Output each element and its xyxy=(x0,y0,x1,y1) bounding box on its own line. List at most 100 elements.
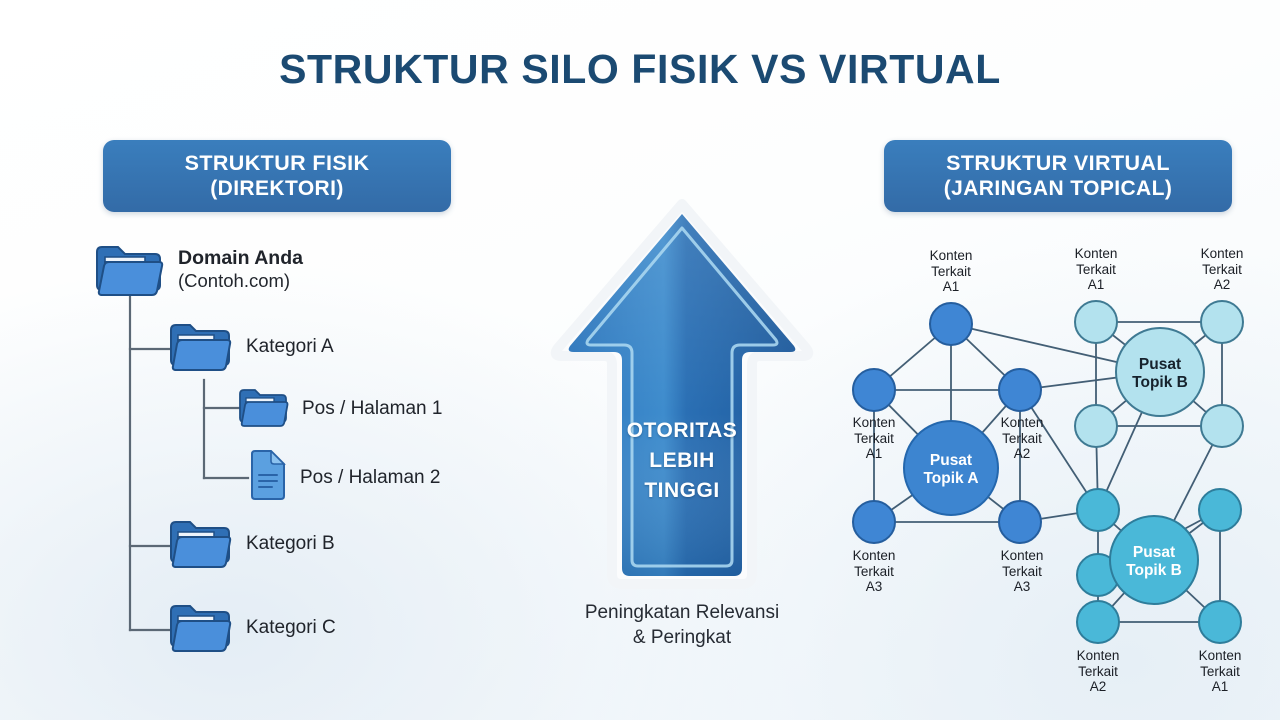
right-header-line1: STRUKTUR VIRTUAL xyxy=(946,151,1170,176)
tree-node-kategori-a-label: Kategori A xyxy=(246,336,334,358)
satellite-label-a-bottom-right: Konten Terkait A3 xyxy=(1001,548,1044,595)
authority-arrow: OTORITAS LEBIH TINGGI xyxy=(548,198,816,598)
node-satellite[interactable] xyxy=(1076,600,1120,644)
node-satellite[interactable] xyxy=(1198,488,1242,532)
tree-connector-lines xyxy=(128,290,250,632)
folder-icon xyxy=(168,597,234,660)
label-line3: A3 xyxy=(865,579,883,595)
label-line2: Terkait xyxy=(1076,261,1116,277)
node-satellite[interactable] xyxy=(1200,300,1244,344)
label-line1: Konten xyxy=(1076,648,1120,663)
hub-pusat-topik-b-upper-label: Pusat Topik B xyxy=(1132,356,1188,392)
right-header-line2: (JARINGAN TOPICAL) xyxy=(943,177,1173,201)
node-satellite[interactable] xyxy=(1074,300,1118,344)
node-satellite[interactable] xyxy=(1074,404,1118,448)
satellite-label-a-left: Konten Terkait A1 xyxy=(853,415,896,462)
node-satellite[interactable] xyxy=(929,302,973,346)
label-line1: Konten xyxy=(929,248,973,263)
label-line1: Konten xyxy=(1198,648,1242,663)
label-line3: A2 xyxy=(1089,679,1107,695)
node-satellite[interactable] xyxy=(1200,404,1244,448)
left-header-line1: STRUKTUR FISIK xyxy=(184,151,370,176)
left-header-line2: (DIREKTORI) xyxy=(210,177,344,201)
tree-node-kategori-b[interactable]: Kategori B xyxy=(168,513,335,576)
label-line3: A2 xyxy=(1213,277,1231,293)
tree-node-kategori-c[interactable]: Kategori C xyxy=(168,597,336,660)
node-satellite[interactable] xyxy=(852,500,896,544)
label-line2: Terkait xyxy=(1078,663,1118,679)
label-line1: Konten xyxy=(852,415,896,430)
label-line3: A1 xyxy=(1211,679,1229,695)
hub-a-line1: Pusat xyxy=(929,452,973,469)
satellite-label-b-upper-right: Konten Terkait A2 xyxy=(1201,246,1244,293)
cluster-b-upper-nodes xyxy=(1074,300,1244,448)
tree-node-pos-halaman-1[interactable]: Pos / Halaman 1 xyxy=(238,383,442,436)
directory-tree: Domain Anda (Contoh.com) Kategori A xyxy=(80,228,520,668)
label-line1: Konten xyxy=(852,548,896,563)
hub-a-line2: Topik A xyxy=(923,469,979,487)
label-line3: A1 xyxy=(1087,277,1105,293)
tree-node-domain-label: Domain Anda (Contoh.com) xyxy=(178,247,303,293)
label-line2: Terkait xyxy=(1002,563,1042,579)
arrow-caption: Peningkatan Relevansi & Peringkat xyxy=(520,600,844,650)
node-connector[interactable] xyxy=(1076,488,1120,532)
arrow-caption-line2: & Peringkat xyxy=(632,627,732,649)
network-graph xyxy=(852,300,1244,644)
hub-pusat-topik-b-lower-label: Pusat Topik B xyxy=(1126,544,1182,580)
page-title: STRUKTUR SILO FISIK VS VIRTUAL xyxy=(279,46,1001,92)
hub-pusat-topik-b-upper[interactable] xyxy=(1115,327,1205,417)
label-line1: Konten xyxy=(1000,548,1044,563)
satellite-label-b-upper-left: Konten Terkait A1 xyxy=(1075,246,1118,293)
arrow-graphic xyxy=(550,199,814,589)
label-line2: Terkait xyxy=(854,563,894,579)
hub-b-upper-line2: Topik B xyxy=(1132,373,1188,391)
node-satellite[interactable] xyxy=(1198,600,1242,644)
left-section-header: STRUKTUR FISIK (DIREKTORI) xyxy=(103,140,451,212)
folder-icon xyxy=(238,383,290,436)
tree-node-pos-halaman-2[interactable]: Pos / Halaman 2 xyxy=(248,449,441,507)
hub-b-lower-line1: Pusat xyxy=(1132,544,1176,561)
label-line2: Terkait xyxy=(1200,663,1240,679)
label-line2: Terkait xyxy=(1202,261,1242,277)
right-section-header: STRUKTUR VIRTUAL (JARINGAN TOPICAL) xyxy=(884,140,1232,212)
satellite-label-a-bottom-left: Konten Terkait A3 xyxy=(853,548,896,595)
label-line3: A2 xyxy=(1013,446,1031,462)
arrow-caption-line1: Peningkatan Relevansi xyxy=(584,602,780,623)
label-line2: Terkait xyxy=(854,430,894,446)
label-line3: A1 xyxy=(942,279,960,295)
folder-icon xyxy=(168,316,234,379)
label-line2: Terkait xyxy=(931,263,971,279)
tree-node-pos-halaman-2-label: Pos / Halaman 2 xyxy=(300,467,441,489)
satellite-label-b-lower-right: Konten Terkait A1 xyxy=(1199,648,1242,695)
domain-url: (Contoh.com) xyxy=(178,270,291,292)
tree-node-kategori-c-label: Kategori C xyxy=(246,617,336,639)
label-line1: Konten xyxy=(1000,415,1044,430)
label-line3: A1 xyxy=(865,446,883,462)
folder-icon xyxy=(94,236,166,303)
hub-pusat-topik-a-label: Pusat Topik A xyxy=(923,452,978,488)
label-line3: A3 xyxy=(1013,579,1031,595)
label-line2: Terkait xyxy=(1002,430,1042,446)
satellite-label-b-lower-left: Konten Terkait A2 xyxy=(1077,648,1120,695)
node-satellite[interactable] xyxy=(852,368,896,412)
hub-pusat-topik-b-lower[interactable] xyxy=(1109,515,1199,605)
tree-node-domain[interactable]: Domain Anda (Contoh.com) xyxy=(94,236,303,303)
cluster-a-nodes xyxy=(852,302,1042,544)
tree-node-pos-halaman-1-label: Pos / Halaman 1 xyxy=(302,398,443,420)
tree-node-kategori-a[interactable]: Kategori A xyxy=(168,316,334,379)
document-icon xyxy=(248,449,288,507)
hub-b-lower-line2: Topik B xyxy=(1126,561,1182,579)
cluster-b-lower-nodes xyxy=(1076,488,1242,644)
tree-node-kategori-b-label: Kategori B xyxy=(246,533,335,555)
label-line1: Konten xyxy=(1074,246,1118,261)
satellite-label-a-top: Konten Terkait A1 xyxy=(930,248,973,295)
satellite-label-a-right: Konten Terkait A2 xyxy=(1001,415,1044,462)
folder-icon xyxy=(168,513,234,576)
node-satellite[interactable] xyxy=(998,500,1042,544)
hub-pusat-topik-a[interactable] xyxy=(903,420,999,516)
domain-name: Domain Anda xyxy=(178,246,303,269)
node-satellite[interactable] xyxy=(998,368,1042,412)
hub-b-upper-line1: Pusat xyxy=(1138,356,1182,373)
label-line1: Konten xyxy=(1200,246,1244,261)
